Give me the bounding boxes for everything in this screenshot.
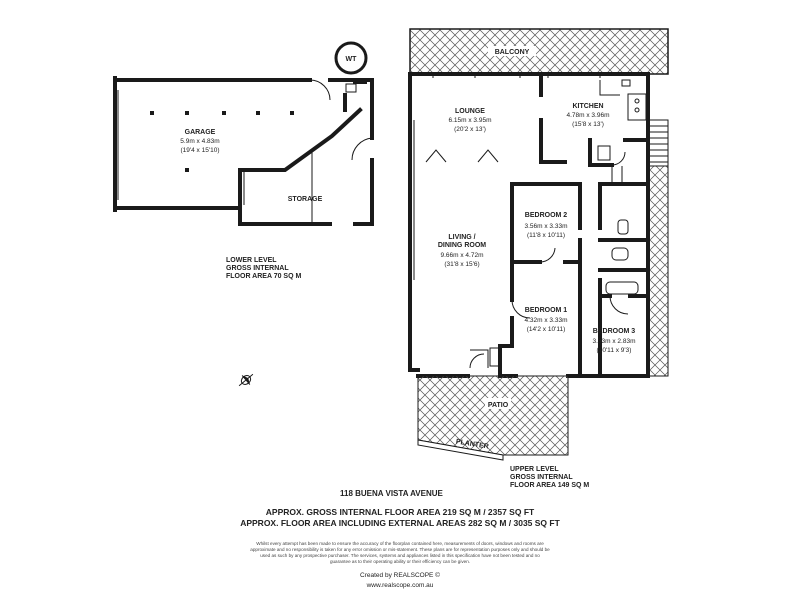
disclaimer-line4: guarantee as to their operating ability …: [329, 559, 471, 564]
disclaimer-line2: approximate and no responsibility is tak…: [250, 547, 550, 552]
living-imperial: (31'8 x 15'6): [444, 261, 479, 268]
kitchen-metric: 4.78m x 3.96m: [567, 112, 610, 119]
stairs: [647, 119, 669, 167]
living-label-line2: DINING ROOM: [438, 242, 486, 249]
website-link[interactable]: www.realscope.com.au: [366, 582, 434, 589]
bedroom2-label: BEDROOM 2: [525, 212, 568, 219]
upper-level: BALCONY: [408, 28, 669, 461]
lower-level-line3: FLOOR AREA 70 SQ M: [226, 273, 302, 280]
upper-level-line1: UPPER LEVEL: [510, 466, 559, 473]
lower-level-line1: LOWER LEVEL: [226, 257, 277, 264]
garage-label: GARAGE: [185, 129, 216, 136]
patio-label: PATIO: [488, 402, 509, 409]
disclaimer-line1: Whilst every attempt has been made to en…: [256, 541, 544, 546]
disclaimer-line3: used as such by any prospective purchase…: [260, 553, 540, 558]
storage-label: STORAGE: [288, 196, 323, 203]
lower-level: WT GARAGE 5.9m x 4.83m (19'4 x 15'10) ST…: [113, 41, 374, 226]
gross-area-line: APPROX. GROSS INTERNAL FLOOR AREA 219 SQ…: [265, 507, 535, 517]
water-tank-icon: WT: [334, 41, 368, 75]
garage-imperial: (19'4 x 15'10): [181, 147, 220, 154]
bedroom1-imperial: (14'2 x 10'11): [527, 326, 566, 333]
upper-outer-walls: [408, 72, 650, 378]
upper-level-line3: FLOOR AREA 149 SQ M: [510, 482, 590, 489]
lounge-imperial: (20'2 x 13'): [454, 126, 486, 133]
kitchen-imperial: (15'8 x 13'): [572, 121, 604, 128]
garage-metric: 5.9m x 4.83m: [180, 138, 219, 145]
bedroom1-metric: 4.32m x 3.33m: [525, 317, 568, 324]
bedroom1-label: BEDROOM 1: [525, 307, 568, 314]
balcony-label: BALCONY: [495, 49, 530, 56]
lower-level-area: LOWER LEVEL GROSS INTERNAL FLOOR AREA 70…: [226, 257, 301, 281]
bedroom3-imperial: (10'11 x 9'3): [597, 347, 632, 354]
patio-area: [417, 375, 569, 456]
disclaimer: Whilst every attempt has been made to en…: [0, 541, 800, 565]
upper-level-area: UPPER LEVEL GROSS INTERNAL FLOOR AREA 14…: [510, 466, 589, 490]
credit: Created by REALSCOPE ©: [360, 572, 440, 579]
planter-area: [417, 439, 504, 461]
lounge-metric: 6.15m x 3.95m: [449, 117, 492, 124]
bedroom2-imperial: (11'8 x 10'11): [527, 232, 565, 239]
bedroom2-metric: 3.56m x 3.33m: [525, 223, 568, 230]
lower-level-line2: GROSS INTERNAL: [226, 265, 289, 272]
lounge-label: LOUNGE: [455, 108, 485, 115]
garage-walls: [113, 76, 374, 226]
kitchen-label: KITCHEN: [572, 103, 603, 110]
bedroom3-metric: 3.33m x 2.83m: [593, 338, 636, 345]
bedroom3-label: BEDROOM 3: [593, 328, 636, 335]
total-area-line: APPROX. FLOOR AREA INCLUDING EXTERNAL AR…: [240, 518, 560, 528]
compass-icon: [238, 373, 254, 387]
water-tank-label: WT: [346, 56, 358, 63]
upper-level-line2: GROSS INTERNAL: [510, 474, 573, 481]
living-metric: 9.66m x 4.72m: [441, 252, 484, 259]
address: 118 BUENA VISTA AVENUE: [340, 489, 443, 498]
living-label-line1: LIVING /: [448, 234, 475, 241]
balcony-area: [409, 28, 669, 75]
